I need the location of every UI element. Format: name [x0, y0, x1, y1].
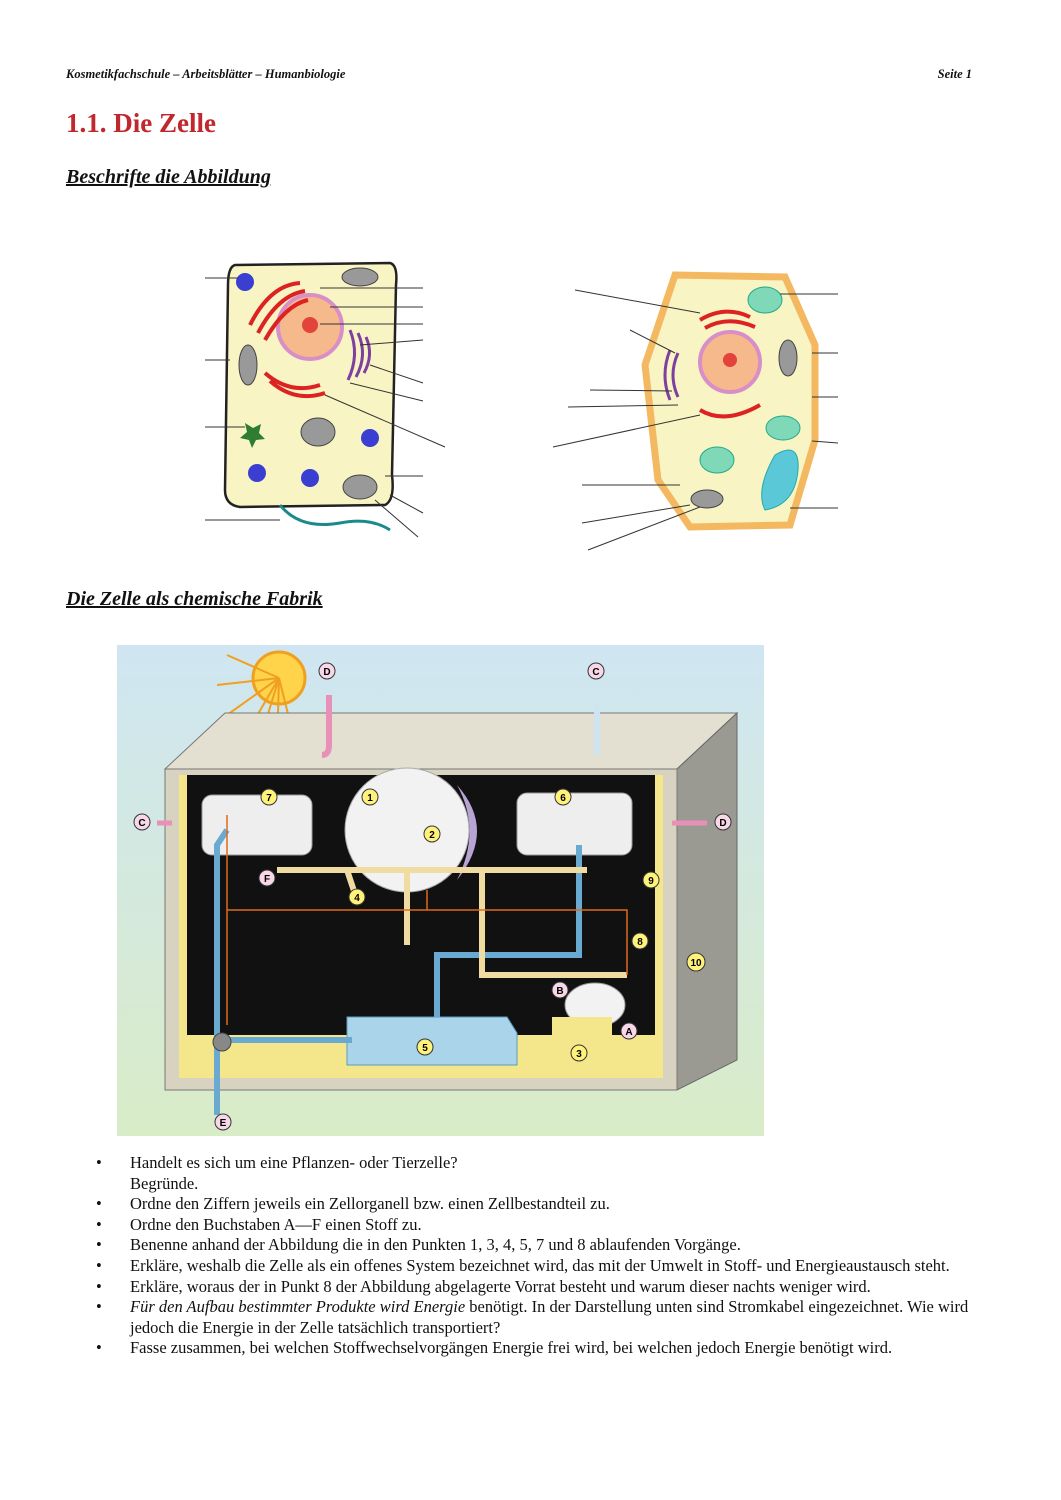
svg-text:D: D	[323, 667, 330, 678]
label-2: 2	[423, 825, 441, 843]
svg-text:5: 5	[422, 1043, 428, 1054]
label-F: F	[258, 869, 276, 887]
task-item: • Erkläre, weshalb die Zelle als ein off…	[96, 1255, 950, 1275]
label-7: 7	[260, 788, 278, 806]
svg-text:B: B	[556, 986, 563, 997]
svg-text:1: 1	[367, 793, 373, 804]
label-B: B	[551, 981, 569, 999]
svg-text:2: 2	[429, 830, 435, 841]
label-D-right: D	[714, 813, 732, 831]
svg-text:10: 10	[690, 958, 702, 969]
svg-text:7: 7	[266, 793, 272, 804]
label-3: 3	[570, 1044, 588, 1062]
label-A: A	[620, 1022, 638, 1040]
task-item: •Benenne anhand der Abbildung die in den…	[96, 1235, 741, 1255]
animal-cell-diagram	[205, 261, 446, 538]
svg-text:4: 4	[354, 893, 360, 904]
section-heading-label: Beschrifte die Abbildung	[66, 166, 271, 188]
svg-text:C: C	[592, 667, 599, 678]
svg-text:6: 6	[560, 793, 566, 804]
page-title: 1.1. Die Zelle	[66, 108, 216, 138]
plant-cell-diagram	[552, 271, 839, 551]
task-item: •Ordne den Buchstaben A—F einen Stoff zu…	[96, 1214, 422, 1234]
svg-text:8: 8	[637, 937, 643, 948]
label-5: 5	[416, 1038, 434, 1056]
label-E: E	[214, 1113, 232, 1131]
page-number: Seite 1	[937, 67, 972, 81]
task-item: •Ordne den Ziffern jeweils ein Zellorgan…	[96, 1194, 610, 1214]
label-C-top: C	[587, 662, 605, 680]
svg-text:C: C	[138, 818, 145, 829]
label-D-top: D	[318, 662, 336, 680]
label-4: 4	[348, 888, 366, 906]
factory-labels: 1 2 3 4 5 6 7 8 9 10 A B C C D D E F	[133, 662, 732, 1131]
cell-factory-illustration	[117, 645, 764, 1136]
svg-text:D: D	[719, 818, 726, 829]
task-item: •Handelt es sich um eine Pflanzen- oder …	[96, 1153, 458, 1193]
label-10: 10	[686, 952, 706, 972]
label-6: 6	[554, 788, 572, 806]
header-left: Kosmetikfachschule – Arbeitsblätter – Hu…	[66, 67, 346, 81]
svg-text:F: F	[264, 874, 270, 885]
label-9: 9	[642, 871, 660, 889]
label-1: 1	[361, 788, 379, 806]
label-8: 8	[631, 932, 649, 950]
task-item: •Für den Aufbau bestimmter Produkte wird…	[96, 1297, 969, 1337]
section-heading-factory: Die Zelle als chemische Fabrik	[66, 588, 323, 610]
svg-text:A: A	[625, 1027, 632, 1038]
label-C-left: C	[133, 813, 151, 831]
svg-text:E: E	[220, 1118, 227, 1129]
task-item: •Erkläre, woraus der in Punkt 8 der Abbi…	[96, 1276, 871, 1296]
svg-text:9: 9	[648, 876, 654, 887]
task-list: •Handelt es sich um eine Pflanzen- oder …	[96, 1153, 996, 1359]
svg-text:3: 3	[576, 1049, 582, 1060]
task-item: •Fasse zusammen, bei welchen Stoffwechse…	[96, 1338, 893, 1358]
